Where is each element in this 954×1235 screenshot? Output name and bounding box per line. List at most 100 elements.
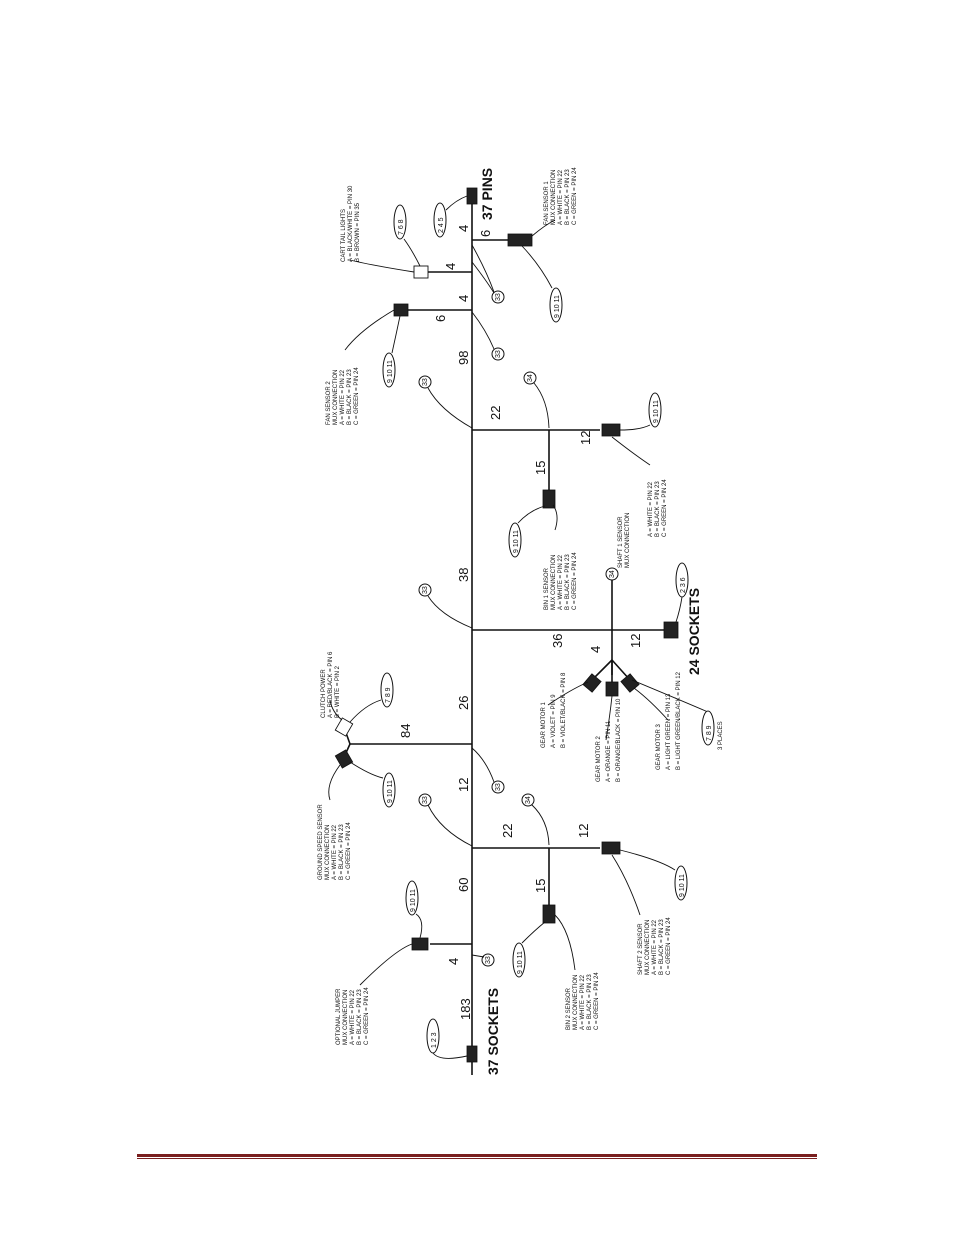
ref-shaft2: 9 10 11 — [679, 874, 686, 897]
ref-bubble-clutch — [380, 672, 394, 708]
svg-text:A = WHITE = PIN 22: A = WHITE = PIN 22 — [340, 369, 346, 425]
svg-text:GEAR MOTOR 3: GEAR MOTOR 3 — [656, 723, 662, 770]
leader-33a — [471, 954, 485, 958]
ref-34a: 34 — [525, 796, 532, 804]
ref-33f: 33 — [495, 350, 502, 358]
svg-text:OPTIONAL JUMPER: OPTIONAL JUMPER — [336, 988, 342, 1045]
ref-bubble-768 — [393, 204, 407, 240]
ref-bubble-bin1 — [508, 522, 522, 558]
svg-text:MUX CONNECTION: MUX CONNECTION — [333, 370, 339, 425]
length-6b: 6 — [478, 230, 493, 237]
svg-text:B = BLACK = PIN 23: B = BLACK = PIN 23 — [659, 919, 665, 975]
leader-shaft2-text — [611, 854, 641, 916]
svg-text:A = WHITE = PIN 22: A = WHITE = PIN 22 — [332, 824, 338, 880]
leader-768 — [403, 238, 421, 267]
svg-text:C = GREEN = PIN 24: C = GREEN = PIN 24 — [594, 972, 600, 1030]
clutch-connector — [334, 717, 354, 737]
length-36: 36 — [550, 634, 565, 648]
ref-236: 2 3 6 — [680, 577, 687, 593]
svg-text:FAN SENSOR 2: FAN SENSOR 2 — [326, 381, 332, 425]
leader-shaft1-text — [611, 436, 651, 466]
optional-jumper-connector — [411, 937, 429, 951]
ref-33b: 33 — [422, 796, 429, 804]
leader-clutch-text — [329, 699, 343, 721]
svg-text:B = BROWN = PIN 35: B = BROWN = PIN 35 — [355, 202, 361, 262]
svg-text:A = BLACK/WHITE = PIN 30: A = BLACK/WHITE = PIN 30 — [348, 185, 354, 262]
svg-text:C = GREEN = PIN 24: C = GREEN = PIN 24 — [364, 987, 370, 1045]
ref-ground: 9 10 11 — [387, 780, 394, 803]
callout-optional-jumper: OPTIONAL JUMPER MUX CONNECTION A = WHITE… — [336, 987, 370, 1045]
svg-text:A = WHITE = PIN 22: A = WHITE = PIN 22 — [558, 554, 564, 610]
footer-rule — [137, 1154, 817, 1157]
leader-33g-b — [471, 261, 495, 294]
length-22b: 22 — [488, 406, 503, 420]
fan2-connector — [393, 303, 409, 317]
svg-text:B = BLACK = PIN 23: B = BLACK = PIN 23 — [565, 169, 571, 225]
length-4d: 4 — [443, 263, 458, 270]
ref-bubble-33c — [491, 780, 505, 794]
length-38: 38 — [456, 568, 471, 582]
svg-text:A = RED/BLACK = PIN 6: A = RED/BLACK = PIN 6 — [328, 651, 334, 718]
leader-shaft1-ref — [619, 424, 651, 431]
ref-123: 1 2 3 — [431, 1032, 438, 1048]
leader-245 — [445, 195, 468, 211]
svg-text:A = ORANGE = PIN 11: A = ORANGE = PIN 11 — [606, 720, 612, 782]
callout-fan-sensor1: FAN SENSOR 1 MUX CONNECTION A = WHITE = … — [544, 167, 578, 225]
callout-gear-motor1: GEAR MOTOR 1 A = VIOLET = PIN 9 B = VIOL… — [541, 672, 567, 748]
svg-text:SHAFT 1 SENSOR: SHAFT 1 SENSOR — [618, 516, 624, 568]
length-4c: 4 — [456, 295, 471, 302]
callout-cart-tail: CART TAIL LIGHTS A = BLACK/WHITE = PIN 3… — [341, 185, 361, 262]
leader-gm1 — [547, 681, 589, 706]
svg-text:B = VIOLET/BLACK = PIN 8: B = VIOLET/BLACK = PIN 8 — [561, 672, 567, 748]
callout-shaft1: SHAFT 1 SENSOR MUX CONNECTION — [618, 513, 631, 568]
ref-bubble-33d — [418, 583, 432, 597]
svg-text:A = WHITE = PIN 22: A = WHITE = PIN 22 — [580, 974, 586, 1030]
length-6a: 6 — [433, 315, 448, 322]
svg-text:CART TAIL LIGHTS: CART TAIL LIGHTS — [341, 209, 347, 262]
length-15b: 15 — [533, 461, 548, 475]
leader-fan1-text — [531, 219, 556, 237]
svg-text:B = WHITE = PIN 2: B = WHITE = PIN 2 — [335, 665, 341, 718]
svg-text:A = WHITE = PIN 22: A = WHITE = PIN 22 — [652, 919, 658, 975]
leader-cart-text — [349, 259, 415, 273]
ref-bubble-34a — [521, 793, 535, 807]
svg-text:MUX CONNECTION: MUX CONNECTION — [625, 513, 631, 568]
svg-text:CLUTCH POWER: CLUTCH POWER — [321, 669, 327, 718]
length-22a: 22 — [500, 824, 515, 838]
svg-text:B = LIGHT GREEN/BLACK = PIN 12: B = LIGHT GREEN/BLACK = PIN 12 — [676, 671, 682, 770]
leader-bin1-text — [552, 504, 558, 531]
ref-bubble-shaft2 — [674, 865, 688, 901]
svg-text:A = WHITE = PIN 22: A = WHITE = PIN 22 — [350, 989, 356, 1045]
callout-bin1: BIN 1 SENSOR MUX CONNECTION A = WHITE = … — [544, 552, 578, 610]
length-12c: 12 — [628, 634, 643, 648]
svg-text:A = WHITE = PIN 22: A = WHITE = PIN 22 — [558, 169, 564, 225]
callout-fan-sensor2: FAN SENSOR 2 MUX CONNECTION A = WHITE = … — [326, 367, 360, 425]
leader-bin2-ref — [521, 921, 546, 944]
leader-34a — [531, 804, 550, 846]
ref-bin2: 9 10 11 — [517, 951, 524, 974]
cart-tail-connector — [413, 265, 429, 279]
svg-text:MUX CONNECTION: MUX CONNECTION — [551, 170, 557, 225]
label-37-sockets: 37 SOCKETS — [485, 988, 501, 1075]
label-3-places: 3 PLACES — [718, 721, 724, 750]
length-12d: 12 — [578, 431, 593, 445]
leader-33g — [471, 244, 495, 293]
svg-text:MUX CONNECTION: MUX CONNECTION — [551, 555, 557, 610]
leader-fan2-ref — [391, 315, 401, 354]
svg-text:FAN SENSOR 1: FAN SENSOR 1 — [544, 181, 550, 225]
leader-fan2-text — [344, 309, 395, 351]
svg-text:B = BLACK = PIN 23: B = BLACK = PIN 23 — [587, 974, 593, 1030]
leader-gm2 — [605, 695, 613, 741]
ref-bubble-fan1 — [549, 287, 563, 323]
leader-fan1-ref — [521, 245, 553, 289]
svg-text:B = BLACK = PIN 23: B = BLACK = PIN 23 — [565, 554, 571, 610]
svg-text:SHAFT 2 SENSOR: SHAFT 2 SENSOR — [638, 923, 644, 975]
fan1-connector — [507, 233, 533, 247]
svg-text:B = ORANGE/BLACK = PIN 10: B = ORANGE/BLACK = PIN 10 — [616, 698, 622, 782]
svg-text:MUX CONNECTION: MUX CONNECTION — [325, 825, 331, 880]
bin1-connector — [542, 489, 556, 509]
svg-text:C = GREEN = PIN 24: C = GREEN = PIN 24 — [666, 917, 672, 975]
ref-bubble-33a — [481, 953, 495, 967]
ref-34b: 34 — [609, 570, 616, 578]
